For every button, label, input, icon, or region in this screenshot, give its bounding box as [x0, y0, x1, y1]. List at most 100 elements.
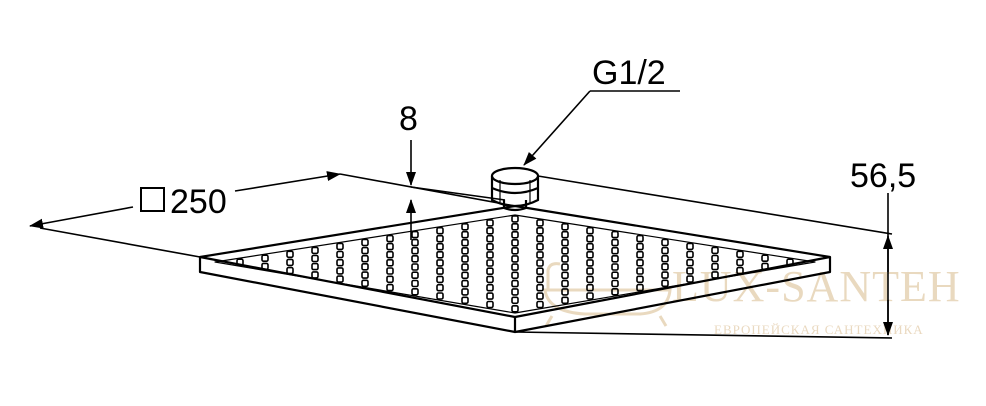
nozzle	[436, 234, 444, 243]
nozzle	[511, 263, 519, 271]
nozzle	[411, 255, 419, 263]
nozzle	[461, 247, 469, 255]
nozzle	[436, 259, 444, 267]
nozzle	[486, 234, 494, 243]
nozzle	[661, 262, 669, 271]
thread-label: G1/2	[592, 54, 666, 92]
width-label: 250	[170, 183, 227, 221]
nozzle	[311, 271, 319, 279]
nozzle	[286, 250, 294, 259]
nozzle	[586, 259, 594, 267]
nozzle	[361, 262, 369, 271]
plate-front-right	[514, 257, 832, 334]
nozzle	[611, 255, 619, 263]
nozzle	[336, 258, 344, 267]
nozzle	[386, 242, 394, 251]
nozzle	[436, 242, 444, 251]
nozzle	[586, 275, 594, 284]
nozzle	[386, 267, 394, 275]
nozzle	[486, 267, 494, 276]
nozzle	[311, 246, 319, 255]
nozzle	[536, 234, 544, 243]
nozzle	[611, 246, 619, 255]
height-label: 56,5	[850, 157, 916, 195]
nozzle	[286, 258, 294, 267]
dimension-thickness	[406, 140, 506, 240]
nozzle	[611, 263, 619, 271]
watermark-subtitle: ЕВРОПЕЙСКАЯ САНТЕХНИКА	[714, 322, 924, 337]
nozzle	[611, 271, 619, 280]
nozzle	[736, 258, 744, 267]
nozzle	[686, 250, 694, 259]
nozzle	[336, 250, 344, 259]
nozzle	[711, 271, 719, 279]
nozzle	[536, 292, 544, 300]
nozzle	[511, 255, 519, 263]
nozzle	[486, 251, 494, 259]
nozzle	[761, 254, 769, 262]
thickness-label: 8	[399, 100, 418, 138]
nozzle	[386, 234, 394, 243]
nozzle	[436, 251, 444, 259]
nozzle	[611, 279, 619, 288]
nozzle	[361, 246, 369, 255]
dimension-thread	[523, 90, 680, 166]
nozzle	[461, 255, 469, 263]
nozzle	[361, 279, 369, 288]
nozzle	[586, 283, 594, 292]
nozzle	[461, 230, 469, 239]
nozzle	[636, 283, 644, 292]
nozzle	[461, 279, 469, 288]
nozzle	[636, 242, 644, 251]
nozzle	[561, 247, 569, 255]
nozzle	[511, 247, 519, 255]
nozzle	[536, 267, 544, 276]
nozzle	[536, 283, 544, 292]
nozzle	[436, 226, 444, 235]
nozzle	[486, 219, 494, 227]
nozzle	[686, 258, 694, 267]
nozzle	[311, 262, 319, 271]
nozzle	[636, 275, 644, 284]
nozzle	[361, 254, 369, 263]
nozzle	[386, 275, 394, 284]
plate-inner-edge	[214, 214, 816, 314]
nozzle	[586, 242, 594, 251]
nozzle	[536, 243, 544, 251]
nozzle	[461, 288, 469, 296]
watermark: LUX-SANTEH ЕВРОПЕЙСКАЯ САНТЕХНИКА	[543, 262, 960, 337]
bathtub-logo-icon	[543, 262, 672, 327]
nozzle	[561, 230, 569, 239]
nozzle	[411, 238, 419, 247]
nozzle	[461, 296, 469, 305]
nozzle	[411, 287, 419, 296]
nozzle	[536, 300, 544, 309]
nozzle	[661, 254, 669, 263]
nozzle	[261, 254, 269, 262]
nozzle	[586, 267, 594, 275]
nozzle	[711, 246, 719, 255]
nozzle	[611, 230, 619, 239]
nozzle	[511, 288, 519, 296]
nozzle	[511, 231, 519, 239]
nozzle	[561, 255, 569, 263]
nozzle	[586, 251, 594, 259]
nozzle	[586, 292, 594, 300]
nozzle	[561, 263, 569, 271]
nozzle	[711, 254, 719, 263]
nozzle	[636, 267, 644, 275]
nozzle	[611, 287, 619, 296]
nozzle	[536, 219, 544, 227]
nozzle	[636, 234, 644, 243]
nozzle	[561, 271, 569, 280]
nozzle	[586, 234, 594, 243]
nozzle	[361, 238, 369, 247]
nozzle	[661, 246, 669, 255]
nozzle	[511, 296, 519, 305]
nozzle	[461, 238, 469, 247]
nozzle	[536, 251, 544, 259]
nozzle	[561, 279, 569, 288]
nozzle	[636, 258, 644, 267]
nozzle	[511, 271, 519, 280]
nozzle	[686, 267, 694, 275]
